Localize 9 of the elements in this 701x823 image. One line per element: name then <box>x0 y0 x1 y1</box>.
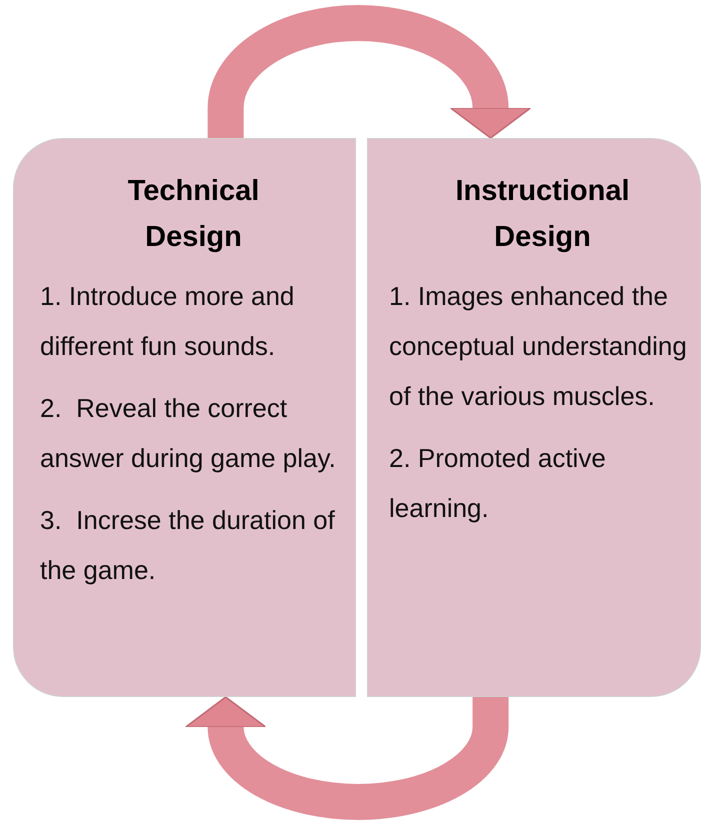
panel-heading: Technical Design <box>126 174 260 255</box>
list-item: 2. Reveal the correct answer during game play. <box>40 392 337 475</box>
list-item: 1. Introduce more and different fun sounds. <box>40 280 296 363</box>
list-item: 3. Increse the duration of the game. <box>40 504 336 587</box>
text-panel <box>367 138 701 697</box>
list-item: 1. Images enhanced the conceptual understanding of the various muscles. <box>389 280 688 413</box>
text-panel <box>13 138 356 697</box>
panel-heading: Instructional Design <box>454 174 630 255</box>
list-item: 2. Promoted active learning. <box>389 442 607 525</box>
